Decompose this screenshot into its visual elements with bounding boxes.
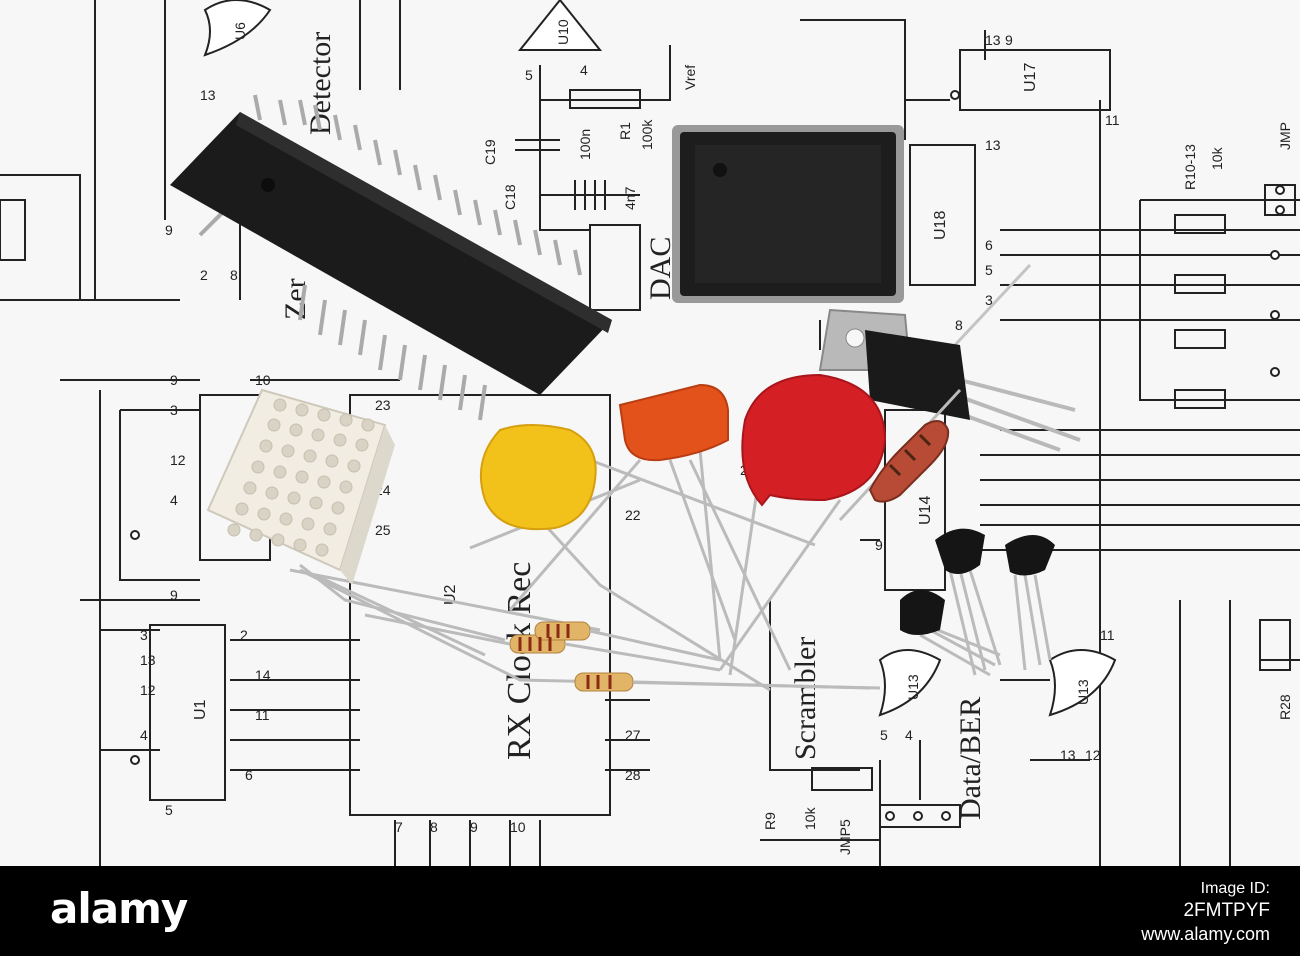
- led-dot-matrix: [206, 388, 881, 690]
- label-zer: Zer: [279, 278, 312, 320]
- label-u6: U6: [232, 22, 248, 40]
- transistors: [900, 528, 1055, 677]
- svg-text:13: 13: [200, 87, 216, 103]
- svg-text:13: 13: [1060, 747, 1076, 763]
- label-10k-b: 10k: [1209, 146, 1225, 170]
- label-c19: C19: [482, 139, 498, 165]
- label-vref: Vref: [682, 65, 698, 90]
- label-c18: C18: [502, 184, 518, 210]
- svg-text:3: 3: [985, 292, 993, 308]
- svg-text:3: 3: [170, 402, 178, 418]
- svg-text:4: 4: [580, 62, 588, 78]
- svg-text:4: 4: [905, 727, 913, 743]
- svg-text:8: 8: [955, 317, 963, 333]
- svg-text:11: 11: [255, 707, 270, 723]
- schematic-wires: [0, 0, 1300, 866]
- label-4n7: 4n7: [622, 186, 638, 210]
- alamy-logo: alamy: [50, 884, 188, 933]
- svg-text:3: 3: [140, 627, 148, 643]
- label-u13b: U13: [1075, 679, 1091, 705]
- plcc-chip: [672, 125, 904, 303]
- schematic-jumpers: [130, 90, 1285, 821]
- svg-text:25: 25: [375, 522, 391, 538]
- yellow-capacitor: [479, 424, 597, 531]
- svg-text:8: 8: [430, 819, 438, 835]
- label-u17: U17: [1022, 63, 1039, 92]
- label-scrambler: Scrambler: [789, 637, 822, 760]
- watermark-banner: alamy Image ID: 2FMTPYF www.alamy.com: [0, 866, 1300, 956]
- schematic-scene: Detector Zer DAC RX Clock Rec Scrambler …: [0, 0, 1300, 866]
- label-u13a: U13: [905, 674, 921, 700]
- svg-text:9: 9: [170, 587, 178, 603]
- image-id-block: Image ID: 2FMTPYF: [1183, 878, 1270, 922]
- label-u10: U10: [555, 19, 571, 45]
- label-rx-clock: RX Clock Rec: [501, 562, 538, 760]
- electronics-photo: Detector Zer DAC RX Clock Rec Scrambler …: [0, 0, 1300, 866]
- svg-text:5: 5: [165, 802, 173, 818]
- svg-text:8: 8: [230, 267, 238, 283]
- svg-text:10: 10: [510, 819, 526, 835]
- svg-text:9: 9: [875, 537, 883, 553]
- svg-text:13: 13: [140, 652, 156, 668]
- label-r10-13: R10-13: [1182, 144, 1198, 190]
- svg-text:4: 4: [140, 727, 148, 743]
- svg-text:12: 12: [170, 452, 186, 468]
- label-dac: DAC: [644, 237, 677, 300]
- label-jmp5: JMP5: [837, 819, 853, 855]
- svg-text:12: 12: [140, 682, 156, 698]
- svg-text:11: 11: [1100, 627, 1115, 643]
- image-id-value: 2FMTPYF: [1183, 900, 1270, 921]
- svg-text:9: 9: [170, 372, 178, 388]
- svg-text:13: 13: [985, 137, 1001, 153]
- svg-text:27: 27: [625, 727, 641, 743]
- small-resistors: [364, 613, 871, 692]
- svg-text:11: 11: [1105, 112, 1120, 128]
- svg-text:4: 4: [170, 492, 178, 508]
- svg-text:5: 5: [525, 67, 533, 83]
- svg-text:5: 5: [985, 262, 993, 278]
- svg-text:2: 2: [200, 267, 208, 283]
- label-r1: R1: [617, 122, 633, 140]
- svg-text:10: 10: [255, 372, 271, 388]
- svg-text:22: 22: [625, 507, 641, 523]
- power-resistor: [838, 388, 962, 522]
- svg-text:14: 14: [255, 667, 271, 683]
- label-data-ber: Data/BER: [954, 697, 987, 820]
- svg-text:5: 5: [880, 727, 888, 743]
- svg-text:12: 12: [1085, 747, 1101, 763]
- label-u18: U18: [932, 211, 949, 240]
- dip-chip: [170, 94, 612, 421]
- svg-text:6: 6: [985, 237, 993, 253]
- label-detector: Detector: [304, 32, 337, 135]
- label-100n: 100n: [577, 129, 593, 160]
- schematic-gates: [203, 0, 1117, 717]
- svg-text:23: 23: [375, 397, 391, 413]
- svg-text:7: 7: [395, 819, 403, 835]
- svg-text:2: 2: [240, 627, 248, 643]
- label-10k: 10k: [802, 806, 818, 830]
- voltage-regulator: [818, 263, 1081, 452]
- svg-text:9: 9: [1005, 32, 1013, 48]
- image-id-label: Image ID:: [1200, 880, 1270, 897]
- red-varistor: [741, 373, 887, 507]
- label-100k: 100k: [639, 119, 655, 150]
- orange-capacitor: [618, 383, 729, 462]
- svg-text:9: 9: [470, 819, 478, 835]
- label-r28: R28: [1277, 694, 1293, 720]
- svg-text:9: 9: [165, 222, 173, 238]
- site-url: www.alamy.com: [1141, 924, 1270, 944]
- schematic-labels: Detector Zer DAC RX Clock Rec Scrambler …: [192, 19, 1293, 855]
- svg-text:13: 13: [985, 32, 1001, 48]
- schematic-capacitors: [515, 139, 606, 210]
- label-r9: R9: [762, 812, 778, 830]
- label-u14: U14: [917, 496, 934, 525]
- svg-text:28: 28: [625, 767, 641, 783]
- label-jmp: JMP: [1277, 122, 1293, 150]
- label-u1: U1: [192, 699, 209, 720]
- svg-text:6: 6: [245, 767, 253, 783]
